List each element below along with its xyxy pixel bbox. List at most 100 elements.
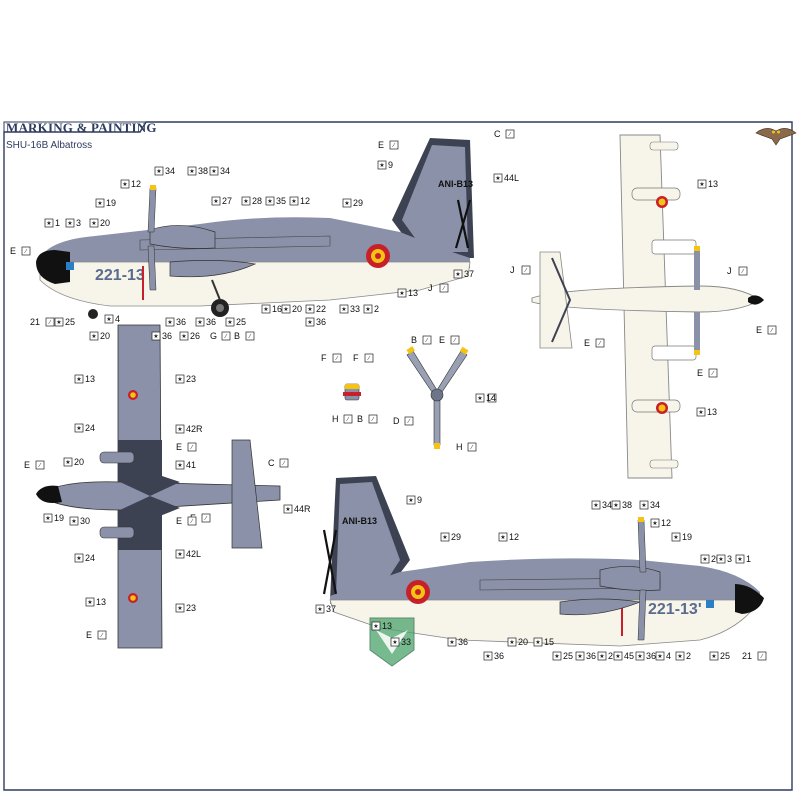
decal-star-icon — [575, 651, 585, 661]
callout-bottom-view: ∕E — [24, 460, 45, 470]
decal-star-glyph: ★ — [442, 534, 447, 541]
paint-brush-glyph: ∕ — [507, 131, 511, 138]
callout-side-right: ★15 — [533, 637, 554, 647]
paint-brush-glyph: ∕ — [23, 248, 27, 255]
callout-number: E — [176, 442, 182, 452]
decal-star-icon — [85, 597, 95, 607]
paint-brush-glyph: ∕ — [441, 285, 445, 292]
callout-number: 34 — [650, 500, 660, 510]
callout-side-right: ★36 — [447, 637, 468, 647]
paint-brush-glyph: ∕ — [247, 333, 251, 340]
decal-star-icon — [95, 198, 105, 208]
decal-star-icon — [54, 317, 64, 327]
top-view — [531, 134, 764, 479]
paint-brush-glyph: ∕ — [523, 267, 527, 274]
callout-side-left: ★26 — [179, 331, 200, 341]
callout-side-right: ★38 — [611, 500, 632, 510]
callout-side-left: ★34 — [154, 166, 175, 176]
callout-side-left: ∕E — [378, 140, 399, 150]
callout-number: E — [378, 140, 384, 150]
decal-star-icon — [611, 500, 621, 510]
callout-number: 25 — [563, 651, 573, 661]
decal-star-icon — [613, 651, 623, 661]
decal-star-icon — [339, 304, 349, 314]
decal-star-glyph: ★ — [599, 653, 604, 660]
decal-star-icon — [165, 317, 175, 327]
decal-star-icon — [89, 218, 99, 228]
decal-star-glyph: ★ — [181, 333, 186, 340]
callout-number: 20 — [74, 457, 84, 467]
paint-brush-icon — [35, 460, 45, 470]
decal-star-icon — [175, 460, 185, 470]
callout-side-left: ∕G — [210, 331, 231, 341]
decal-star-glyph: ★ — [177, 462, 182, 469]
callout-bottom-view: ★23 — [175, 603, 196, 613]
callout-number: C — [268, 458, 275, 468]
callout-side-right: ★34 — [639, 500, 660, 510]
paint-brush-glyph: ∕ — [47, 319, 51, 326]
paint-brush-icon — [187, 442, 197, 452]
paint-brush-icon — [389, 140, 399, 150]
callout-detail: ∕E — [439, 335, 460, 345]
decal-star-icon — [63, 457, 73, 467]
decal-star-glyph: ★ — [657, 653, 662, 660]
decal-star-glyph: ★ — [615, 653, 620, 660]
paint-brush-glyph: ∕ — [489, 395, 493, 402]
decal-star-icon — [363, 304, 373, 314]
callout-bottom-view: ∕E — [176, 442, 197, 452]
paint-brush-icon — [422, 335, 432, 345]
callout-number: 12 — [661, 518, 671, 528]
callout-number: D — [393, 416, 400, 426]
callout-number: 29 — [353, 198, 363, 208]
paint-brush-glyph: ∕ — [37, 462, 41, 469]
decal-star-icon — [639, 500, 649, 510]
decal-star-glyph: ★ — [500, 534, 505, 541]
callout-number: F — [353, 353, 359, 363]
decal-star-glyph: ★ — [495, 175, 500, 182]
callout-side-right: ★34 — [591, 500, 612, 510]
decal-star-icon — [696, 407, 706, 417]
callout-detail: ∕B — [411, 335, 432, 345]
callout-side-left: ★20 — [89, 331, 110, 341]
callout-number: 24 — [85, 423, 95, 433]
decal-star-icon — [533, 637, 543, 647]
callout-number: 16 — [272, 304, 282, 314]
paint-brush-icon — [245, 331, 255, 341]
callout-side-left: ★1 — [44, 218, 60, 228]
paint-brush-glyph: ∕ — [281, 460, 285, 467]
paint-brush-icon — [364, 353, 374, 363]
paint-brush-icon — [187, 516, 197, 526]
paint-brush-icon — [368, 414, 378, 424]
decal-star-icon — [650, 518, 660, 528]
decal-star-glyph: ★ — [122, 181, 127, 188]
callout-bottom-view: ∕C — [268, 458, 289, 468]
callout-number: 3 — [76, 218, 81, 228]
decal-star-icon — [104, 314, 114, 324]
paint-brush-icon — [708, 368, 718, 378]
paint-brush-glyph: ∕ — [99, 632, 103, 639]
paint-brush-glyph: ∕ — [366, 355, 370, 362]
decal-star-glyph: ★ — [177, 376, 182, 383]
callout-side-left: ★13 — [397, 288, 418, 298]
decal-star-icon — [211, 196, 221, 206]
callout-bottom-view: ★24 — [74, 553, 95, 563]
callout-top-view: ∕E — [697, 368, 718, 378]
title-tab — [3, 121, 147, 133]
callout-bottom-view: ★19 — [43, 513, 64, 523]
decal-star-icon — [175, 424, 185, 434]
callout-side-left: ★36 — [151, 331, 172, 341]
paint-brush-glyph: ∕ — [203, 515, 207, 522]
callout-side-left: ★25 — [54, 317, 75, 327]
callout-side-left: ★38 — [187, 166, 208, 176]
paint-brush-icon — [439, 283, 449, 293]
callout-bottom-view: ★30 — [69, 516, 90, 526]
callout-number: 2 — [374, 304, 379, 314]
callout-number: B — [234, 331, 240, 341]
decal-star-icon — [716, 554, 726, 564]
callout-side-left: ★44L — [493, 173, 519, 183]
callout-number: 19 — [54, 513, 64, 523]
callout-number: 4 — [115, 314, 120, 324]
callout-number: 19 — [106, 198, 116, 208]
decal-star-glyph: ★ — [373, 623, 378, 630]
callout-side-right: ★36 — [483, 651, 504, 661]
